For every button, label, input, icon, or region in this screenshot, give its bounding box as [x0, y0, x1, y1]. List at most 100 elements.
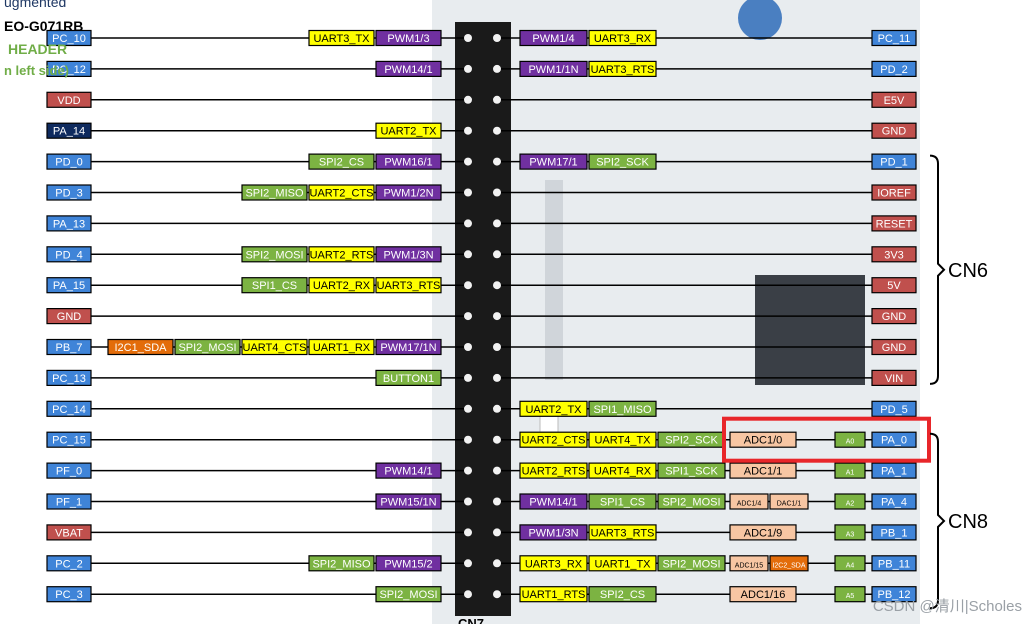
- cn8-bracket: [929, 432, 946, 610]
- header-pin-even-8: [493, 281, 501, 290]
- left-pin-0-box: [46, 29, 92, 47]
- left-func-8-0-text: UART3_RTS: [377, 280, 441, 292]
- right-func-17-1-text: UART1_TX: [594, 558, 651, 570]
- left-func-10-0-box: [375, 338, 442, 356]
- right-func-13-0-box: [519, 431, 588, 448]
- arduino-label-14-text: A1: [846, 470, 855, 477]
- right-func-13-1-text: UART4_TX: [594, 435, 651, 447]
- right-pin-5-box: [871, 184, 917, 201]
- header-pin-odd-12: [464, 404, 472, 413]
- right-pin-11-box: [871, 369, 917, 386]
- header-pin-odd-8: [464, 281, 472, 290]
- left-pin-11-box: [46, 369, 92, 386]
- left-func-5-2-box: [241, 184, 308, 201]
- right-func-14-1-box: [588, 462, 657, 479]
- header-pin-odd-13: [464, 435, 472, 444]
- right-pin-1-text: PD_2: [880, 64, 908, 76]
- mcu-chip: [755, 275, 865, 385]
- right-pin-0-box: [871, 29, 917, 47]
- right-pin-15-box: [871, 493, 917, 510]
- left-func-5-1-box: [308, 184, 375, 201]
- board-slot: [545, 180, 563, 380]
- left-func-4-1-text: SPI2_CS: [319, 157, 364, 169]
- right-func-13-0-text: UART2_CTS: [522, 435, 586, 447]
- header-pin-odd-1: [464, 64, 472, 73]
- left-pin-16-text: VBAT: [55, 527, 83, 539]
- left-pin-8-box: [46, 277, 92, 294]
- header-pin-even-7: [493, 250, 501, 259]
- left-func-5-1-text: UART2_CTS: [310, 188, 374, 200]
- header-pin-even-5: [493, 188, 501, 197]
- arduino-label-15-text: A2: [846, 501, 855, 508]
- right-pin-4-text: PD_1: [880, 157, 908, 169]
- header-pin-odd-6: [464, 219, 472, 228]
- left-func-5-0-box: [375, 184, 442, 201]
- right-func-18-2-box: [729, 586, 797, 603]
- left-pin-2-box: [46, 91, 92, 108]
- left-pin-8-text: PA_15: [53, 280, 85, 292]
- left-pin-2-text: VDD: [57, 95, 80, 107]
- right-pin-13-text: PA_0: [881, 435, 907, 447]
- right-pin-17-text: PB_11: [878, 558, 910, 570]
- left-func-1-0-box: [375, 60, 442, 78]
- left-func-10-3-text: SPI2_MOSI: [178, 342, 236, 354]
- header-pin-odd-17: [464, 559, 472, 568]
- right-pin-3-text: GND: [882, 126, 907, 138]
- arduino-label-18-text: A5: [846, 593, 855, 600]
- right-pin-12-text: PD_5: [880, 404, 908, 416]
- header-pin-odd-2: [464, 95, 472, 104]
- right-pin-16-box: [871, 524, 917, 541]
- right-func-14-0-box: [519, 462, 588, 479]
- header-line-4: n left side): [4, 63, 70, 78]
- right-func-16-0-box: [519, 524, 588, 541]
- left-func-7-1-text: UART2_RTS: [310, 249, 374, 261]
- left-pin-7-box: [46, 246, 92, 263]
- right-func-15-4-box: [769, 493, 809, 510]
- right-func-0-1-box: [588, 29, 657, 47]
- right-func-14-1-text: UART4_RX: [594, 466, 652, 478]
- left-func-1-0-text: PWM14/1: [384, 64, 432, 76]
- left-func-11-0-box: [375, 369, 442, 386]
- arduino-label-16-box: [834, 524, 866, 541]
- header-pin-odd-11: [464, 373, 472, 382]
- header-pin-odd-5: [464, 188, 472, 197]
- left-pin-10-text: PB_7: [56, 342, 83, 354]
- left-func-14-0-box: [375, 462, 442, 479]
- left-pin-3-box: [46, 122, 92, 139]
- arduino-label-15-box: [834, 493, 866, 510]
- right-func-17-0-box: [519, 555, 588, 572]
- left-func-17-0-box: [375, 555, 442, 572]
- left-func-7-2-box: [241, 246, 308, 263]
- right-func-17-2-box: [657, 555, 726, 572]
- arduino-label-13-text: A0: [846, 439, 855, 446]
- left-func-17-1-text: SPI2_MISO: [312, 558, 371, 570]
- left-func-10-4-text: I2C1_SDA: [115, 342, 168, 354]
- left-pin-12-box: [46, 400, 92, 417]
- right-func-17-0-text: UART3_RX: [525, 558, 583, 570]
- watermark: CSDN @清川|Scholes: [872, 598, 1022, 615]
- left-pin-17-box: [46, 555, 92, 572]
- right-func-14-3-text: ADC1/1: [744, 466, 783, 478]
- right-pin-7-text: 3V3: [884, 249, 904, 261]
- cn7-label: CN7: [458, 616, 484, 624]
- left-pin-6-box: [46, 215, 92, 232]
- right-func-15-0-text: PWM14/1: [529, 497, 577, 509]
- right-func-18-2-text: ADC1/16: [741, 589, 786, 601]
- right-pin-2-text: E5V: [884, 95, 905, 107]
- right-func-15-3-box: [729, 493, 769, 510]
- right-func-4-0-text: PWM17/1: [529, 157, 577, 169]
- right-pin-14-box: [871, 462, 917, 479]
- cn6-label: CN6: [948, 260, 988, 282]
- right-func-16-0-text: PWM1/3N: [528, 527, 578, 539]
- left-func-15-0-box: [375, 493, 442, 510]
- right-func-14-3-box: [729, 462, 797, 479]
- header-pin-odd-18: [464, 590, 472, 599]
- left-func-5-2-text: SPI2_MISO: [245, 188, 304, 200]
- left-pin-5-text: PD_3: [55, 188, 83, 200]
- header-pin-even-10: [493, 343, 501, 351]
- left-func-5-0-text: PWM1/2N: [383, 188, 433, 200]
- left-func-10-2-box: [241, 338, 308, 356]
- left-func-10-1-text: UART1_RX: [313, 342, 371, 354]
